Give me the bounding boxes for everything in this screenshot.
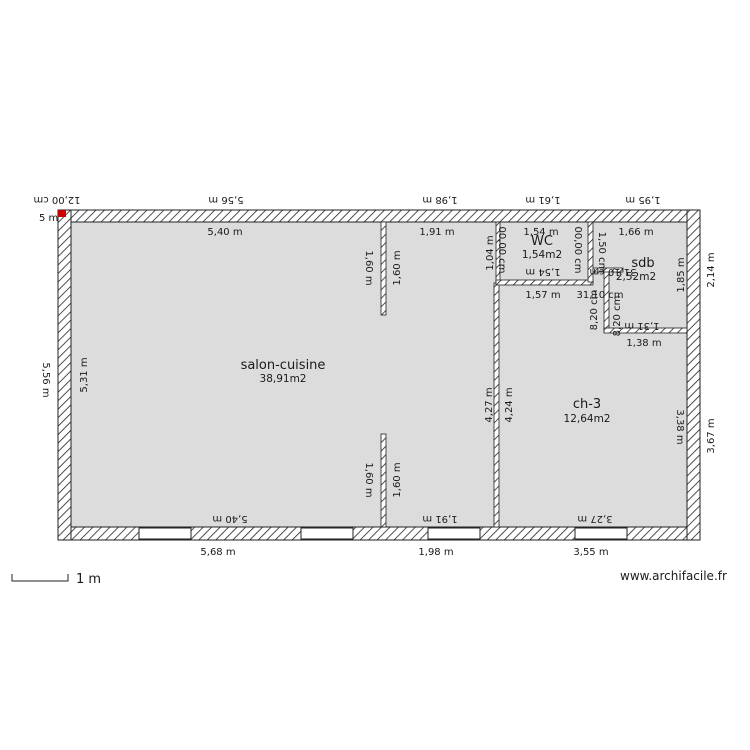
dimension-label: 1,61 m (525, 194, 560, 205)
wall-right (686, 209, 701, 541)
partition-sdb-left (603, 269, 610, 333)
dimension-label: 1,91 m (419, 227, 454, 238)
floor-area (71, 222, 687, 527)
dimension-label: 1,54 m (525, 266, 560, 277)
room-area: 1,54m2 (522, 249, 562, 261)
dimension-label: 1,91 m (422, 513, 457, 524)
dimension-label: 5,56 m (40, 362, 51, 397)
dimension-label: 00,00 cm (572, 226, 583, 273)
dimension-label: 1,98 m (418, 547, 453, 558)
room-name: ch-3 (573, 397, 601, 412)
scale-label: 1 m (76, 572, 101, 587)
dimension-label: 4,27 m (484, 387, 495, 422)
corner-marker (58, 210, 66, 217)
wall-left (57, 209, 72, 541)
partition-sdb-top (592, 267, 624, 273)
dimension-label: 8,20 cm (589, 290, 600, 331)
room-name: salon-cuisine (241, 358, 326, 373)
room-name: sdb (631, 256, 654, 271)
dimension-label: 1,31 m (624, 320, 659, 331)
wall-top (57, 209, 701, 223)
dimension-label: 4,24 m (504, 387, 515, 422)
dimension-label: 5 m (39, 213, 58, 224)
dimension-labels: 12,00 cm 5,56 m 1,98 m 1,61 m 1,95 m 5,40 m 1,… (33, 194, 717, 558)
room-area: 2,52m2 (616, 271, 656, 283)
partition-sdb-bottom (603, 327, 688, 334)
dimension-label: 5,40 m (207, 227, 242, 238)
window-4 (574, 527, 628, 540)
dimension-label: 1,60 m (392, 462, 403, 497)
dimension-label: 5,31 m (79, 357, 90, 392)
dimension-label: 8,20 cm (612, 296, 623, 337)
window-2 (300, 527, 354, 540)
room-name: WC (531, 234, 553, 249)
dimension-label: 00,00 cm (496, 226, 507, 273)
partition-salon-bottom (380, 433, 387, 528)
dimension-label: 1,54 m (523, 227, 558, 238)
room-area: 38,91m2 (260, 373, 307, 385)
dimension-label: 1,60 m (363, 250, 374, 285)
dimension-label: 1,98 m (422, 194, 457, 205)
dimension-label: 1,60 m (392, 250, 403, 285)
room-area: 12,64m2 (564, 413, 611, 425)
dimension-label: 12,00 cm (33, 194, 80, 205)
dimension-label: 31,10 cm (589, 266, 636, 277)
partition-wc-bottom (495, 279, 594, 286)
dimension-label: 3,27 m (577, 513, 612, 524)
dimension-label: 3,67 m (706, 418, 717, 453)
site-credit: www.archifacile.fr (620, 569, 727, 583)
dimension-label: 1,04 m (485, 235, 496, 270)
partition-wc-right (587, 221, 594, 283)
dimension-label: 1,95 m (625, 194, 660, 205)
dimension-label: 2,14 m (706, 252, 717, 287)
dimension-label: 1,66 m (618, 227, 653, 238)
dimension-label: 5,40 m (212, 513, 247, 524)
dimension-label: 1,85 m (676, 257, 687, 292)
scale-bar (11, 574, 69, 582)
dimension-label: 1,38 m (626, 338, 661, 349)
dimension-label: 5,68 m (200, 547, 235, 558)
dimension-label: 31,10 cm (576, 290, 623, 301)
dimension-label: 3,55 m (573, 547, 608, 558)
dimension-label: 3,38 m (674, 409, 685, 444)
dimension-label: 1,57 m (525, 290, 560, 301)
partition-salon-top (380, 221, 387, 316)
dimension-label: 1,50 cm (596, 232, 607, 273)
dimension-label: 1,60 m (363, 462, 374, 497)
dimension-label: 5,56 m (208, 194, 243, 205)
window-1 (138, 527, 192, 540)
window-3 (427, 527, 481, 540)
